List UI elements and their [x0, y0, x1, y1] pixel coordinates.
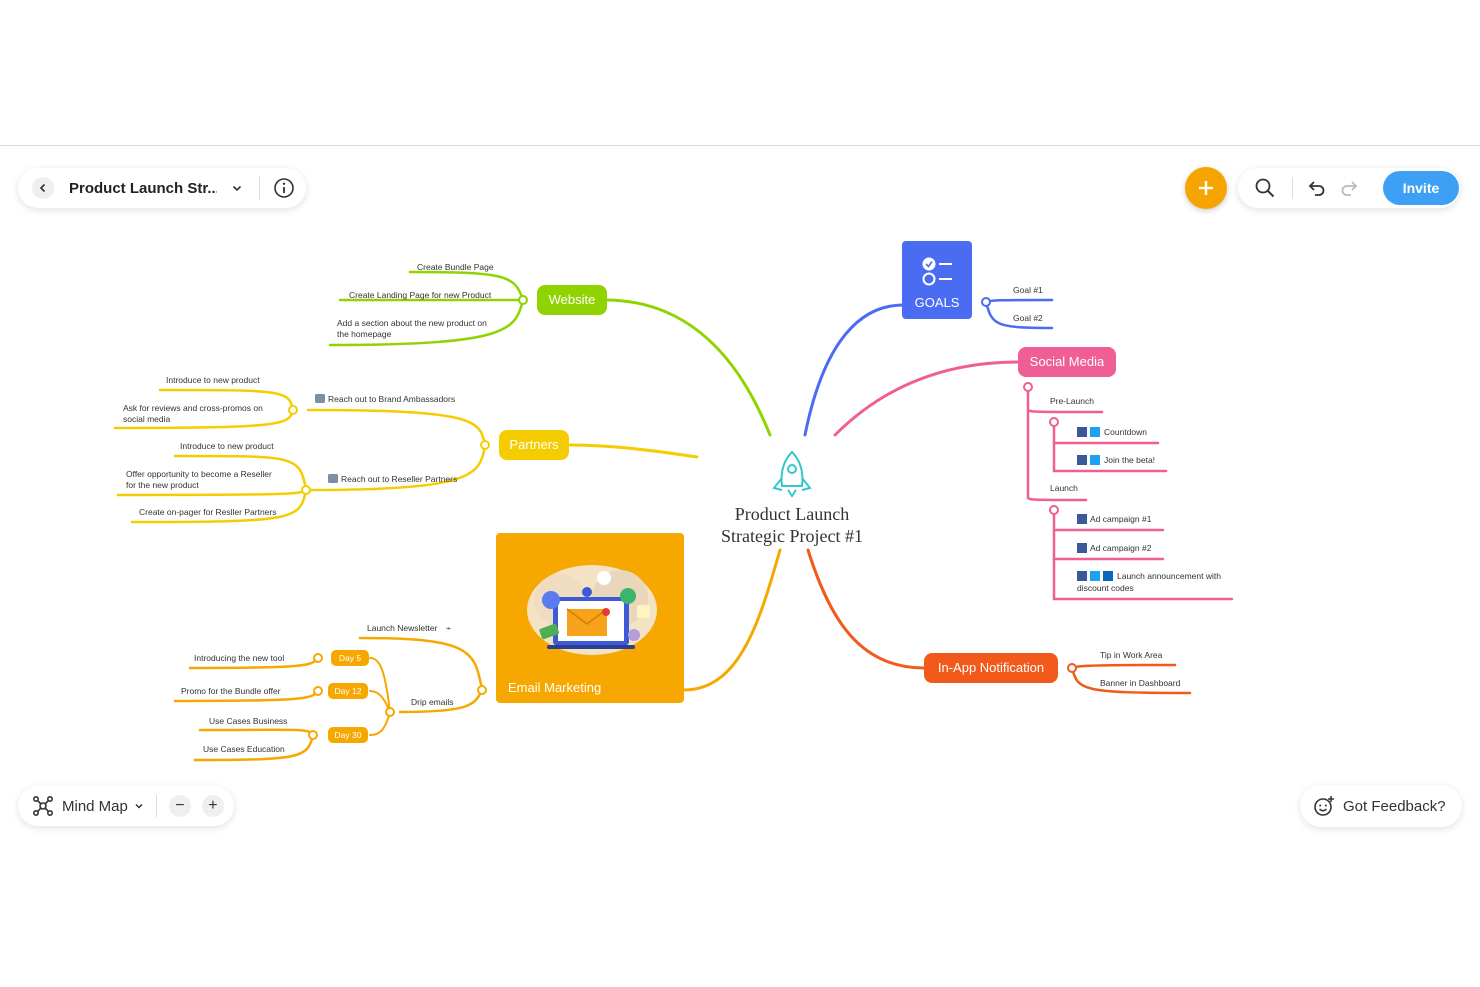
partners-item[interactable]: for the new product — [126, 480, 199, 490]
email-item[interactable]: Introducing the new tool — [194, 653, 284, 663]
goal-item[interactable]: Goal #1 — [1013, 285, 1043, 295]
checklist-icon — [922, 257, 952, 286]
goals-node[interactable]: GOALS — [902, 241, 972, 319]
back-button[interactable] — [32, 177, 54, 199]
view-switcher: Mind Map − + — [18, 786, 234, 826]
partners-resellers[interactable]: Reach out to Reseller Partners — [341, 474, 457, 484]
email-item[interactable]: Promo for the Bundle offer — [181, 686, 281, 696]
day12-node[interactable]: Day 12 — [328, 683, 368, 699]
central-topic[interactable]: Product Launch Strategic Project #1 — [721, 450, 863, 546]
email-item[interactable]: Use Cases Business — [209, 716, 287, 726]
info-icon[interactable] — [273, 177, 295, 199]
twitter-icon — [1090, 455, 1100, 465]
in-app-notification-node[interactable]: In-App Notification — [924, 653, 1058, 683]
paperclip-icon: ⌁ — [446, 623, 451, 633]
feedback-label: Got Feedback? — [1343, 797, 1446, 815]
zoom-in-button[interactable]: + — [201, 795, 224, 817]
website-item[interactable]: Create Landing Page for new Product — [349, 290, 492, 300]
social-launch[interactable]: Launch — [1050, 483, 1078, 493]
goals-label: GOALS — [915, 295, 960, 310]
divider — [1292, 177, 1293, 199]
social-item[interactable]: discount codes — [1077, 583, 1134, 593]
feedback-button[interactable]: Got Feedback? — [1300, 785, 1462, 827]
chevron-left-icon — [39, 183, 46, 193]
social-item[interactable]: Ad campaign #2 — [1090, 543, 1152, 553]
partners-item[interactable]: social media — [123, 414, 171, 424]
arrow-right-icon — [328, 474, 338, 483]
day30-node[interactable]: Day 30 — [328, 727, 368, 743]
in-app-item[interactable]: Banner in Dashboard — [1100, 678, 1181, 688]
facebook-icon — [1077, 571, 1087, 581]
partners-item[interactable]: Create on-pager for Resller Partners — [139, 507, 276, 517]
social-item[interactable]: Countdown — [1104, 427, 1147, 437]
in-app-item[interactable]: Tip in Work Area — [1100, 650, 1163, 660]
partners-node[interactable]: Partners — [499, 430, 569, 460]
smiley-icon — [1314, 796, 1334, 816]
twitter-icon — [1090, 571, 1100, 581]
mind-map-icon — [32, 795, 54, 817]
undo-icon[interactable] — [1307, 178, 1327, 198]
website-label: Website — [549, 292, 596, 307]
day30-label: Day 30 — [335, 730, 362, 740]
arrow-right-icon — [315, 394, 325, 403]
email-item[interactable]: Use Cases Education — [203, 744, 285, 754]
social-item[interactable]: Ad campaign #1 — [1090, 514, 1152, 524]
email-drip[interactable]: Drip emails — [411, 697, 454, 707]
email-newsletter[interactable]: Launch Newsletter — [367, 623, 438, 633]
facebook-icon — [1077, 514, 1087, 524]
divider — [155, 795, 157, 817]
invite-button[interactable]: Invite — [1383, 171, 1459, 205]
partners-item[interactable]: Introduce to new product — [166, 375, 260, 385]
twitter-icon — [1090, 427, 1100, 437]
day5-node[interactable]: Day 5 — [331, 650, 369, 666]
social-item[interactable]: Join the beta! — [1104, 455, 1155, 465]
central-title-line1: Product Launch — [735, 504, 849, 524]
website-node[interactable]: Website — [537, 285, 607, 315]
view-mode-label[interactable]: Mind Map — [62, 797, 128, 815]
goal-item[interactable]: Goal #2 — [1013, 313, 1043, 323]
partners-item[interactable]: Ask for reviews and cross-promos on — [123, 403, 263, 413]
social-media-label: Social Media — [1030, 354, 1105, 369]
email-marketing-node[interactable]: Email Marketing — [496, 533, 684, 703]
document-title[interactable]: Product Launch Str... — [69, 179, 217, 197]
linkedin-icon — [1103, 571, 1113, 581]
facebook-icon — [1077, 427, 1087, 437]
chevron-down-icon[interactable] — [231, 182, 243, 194]
partners-item[interactable]: Offer opportunity to become a Reseller — [126, 469, 272, 479]
search-icon[interactable] — [1254, 177, 1276, 199]
website-item[interactable]: Create Bundle Page — [417, 262, 494, 272]
redo-icon[interactable] — [1339, 178, 1359, 198]
top-divider — [0, 145, 1480, 146]
website-item[interactable]: Add a section about the new product on — [337, 318, 487, 328]
website-item[interactable]: the homepage — [337, 329, 392, 339]
partners-item[interactable]: Introduce to new product — [180, 441, 274, 451]
rocket-icon — [772, 450, 812, 498]
social-media-node[interactable]: Social Media — [1018, 347, 1116, 377]
divider — [259, 176, 260, 200]
day12-label: Day 12 — [335, 686, 362, 696]
facebook-icon — [1077, 543, 1087, 553]
document-title-bar: Product Launch Str... — [18, 168, 306, 208]
central-title-line2: Strategic Project #1 — [721, 526, 863, 546]
in-app-label: In-App Notification — [938, 660, 1044, 675]
day5-label: Day 5 — [339, 653, 361, 663]
plus-icon — [1199, 181, 1213, 195]
email-illustration-icon — [527, 565, 657, 655]
social-item[interactable]: Launch announcement with — [1117, 571, 1221, 581]
email-marketing-label: Email Marketing — [508, 680, 601, 695]
chevron-down-icon[interactable] — [134, 801, 144, 811]
social-prelaunch[interactable]: Pre-Launch — [1050, 396, 1094, 406]
add-button[interactable] — [1185, 167, 1227, 209]
zoom-out-button[interactable]: − — [168, 795, 191, 817]
partners-label: Partners — [509, 437, 559, 452]
partners-ambassadors[interactable]: Reach out to Brand Ambassadors — [328, 394, 455, 404]
facebook-icon — [1077, 455, 1087, 465]
